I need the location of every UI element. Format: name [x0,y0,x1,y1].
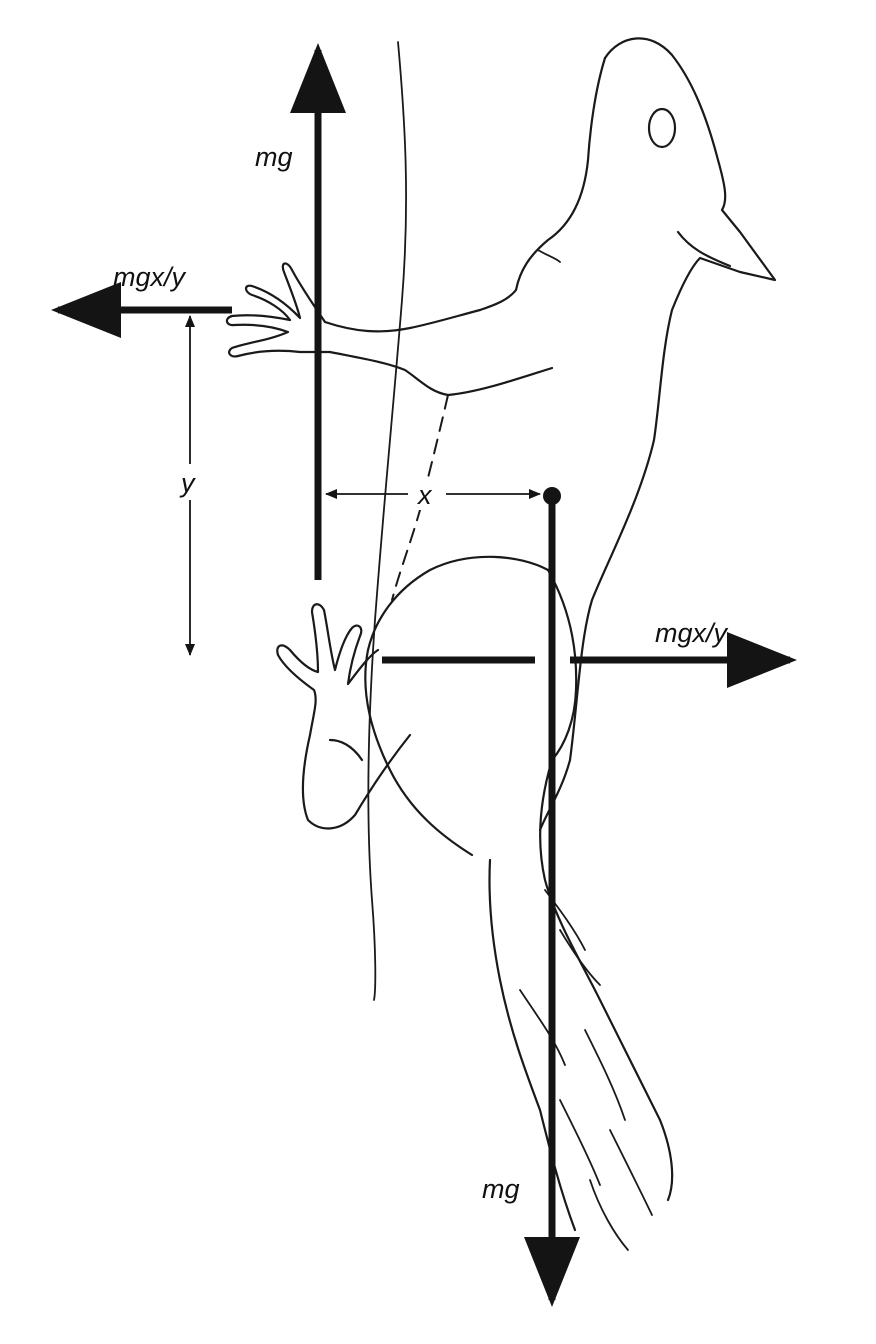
lizard-front-hand [225,262,332,358]
lizard-tail [488,858,577,1232]
lizard-drawing [225,37,777,1251]
x-distance-label: x [416,480,433,510]
right-force-label: mgx/y [655,618,729,648]
bottom-weight-label: mg [482,1174,520,1204]
y-distance-label: y [179,468,196,498]
lizard-front-arm [323,308,482,333]
lizard-hind-foot [276,603,412,830]
lizard-eye [647,107,677,149]
lizard-neck [478,56,607,312]
left-force-label: mgx/y [113,262,187,292]
lizard-back-outline [538,37,777,832]
tree-trunk [367,41,407,1001]
center-of-mass-dot [543,487,561,505]
lizard-jaw [676,230,732,268]
lizard-thigh [364,555,550,857]
top-weight-label: mg [255,142,293,172]
